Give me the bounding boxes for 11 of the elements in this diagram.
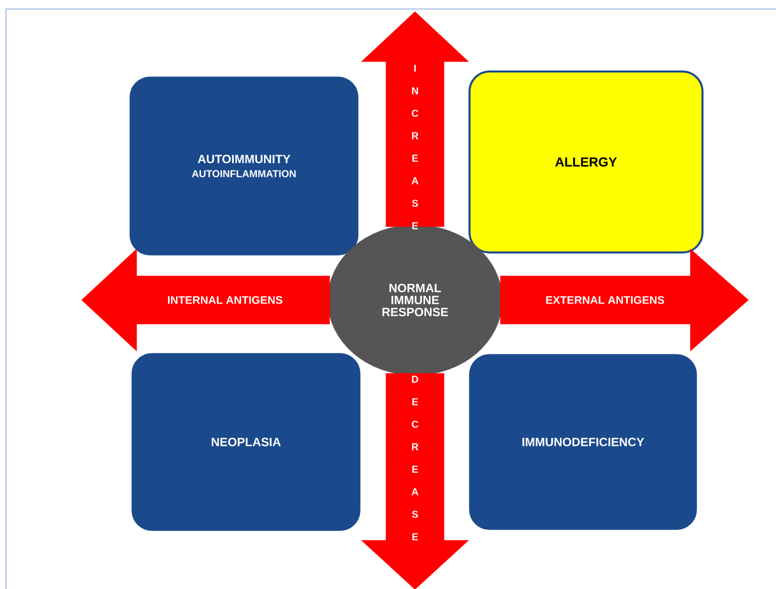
rounded-box: AUTOIMMUNITY AUTOINFLAMMATION bbox=[130, 76, 358, 256]
block-arrow bbox=[81, 248, 330, 352]
edge-label: EXTERNAL ANTIGENS bbox=[546, 296, 664, 304]
block-arrow bbox=[361, 11, 469, 227]
edge-label: INTERNAL ANTIGENS bbox=[168, 296, 282, 304]
block-arrow bbox=[500, 248, 749, 352]
rounded-box: ALLERGY bbox=[468, 70, 704, 254]
block-arrow bbox=[361, 373, 469, 589]
rounded-box: NEOPLASIA bbox=[132, 353, 360, 531]
edge-label: DECREASE bbox=[412, 376, 418, 540]
rounded-box: IMMUNODEFICIENCY bbox=[469, 354, 697, 530]
